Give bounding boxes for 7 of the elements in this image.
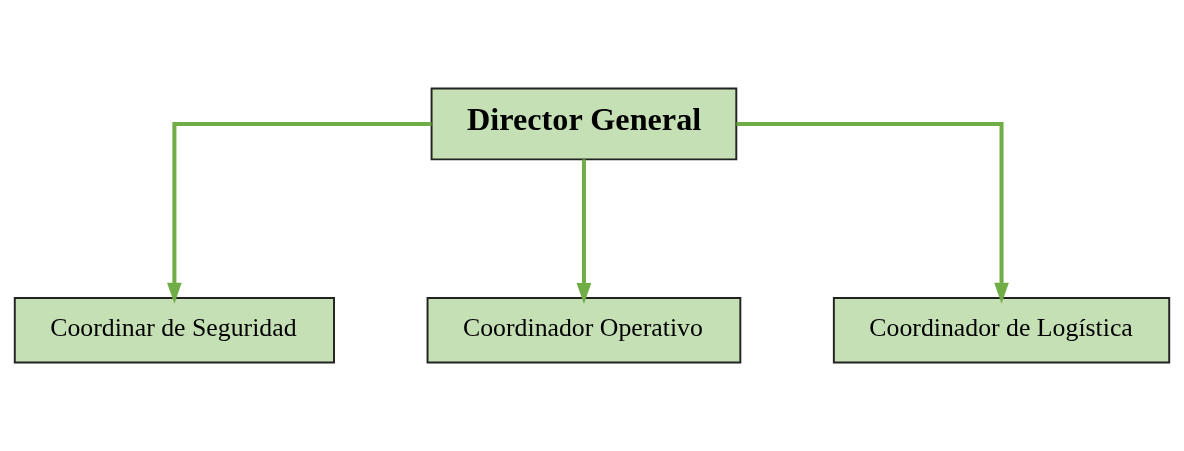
node-box: Coordinar de Seguridad — [13, 297, 335, 364]
node-box: Director General — [430, 87, 738, 161]
arrow — [167, 121, 432, 304]
arrow — [736, 121, 1009, 304]
node-box: Coordinador de Logística — [832, 297, 1171, 364]
arrow — [576, 159, 592, 305]
node-box: Coordinador Operativo — [426, 297, 742, 364]
